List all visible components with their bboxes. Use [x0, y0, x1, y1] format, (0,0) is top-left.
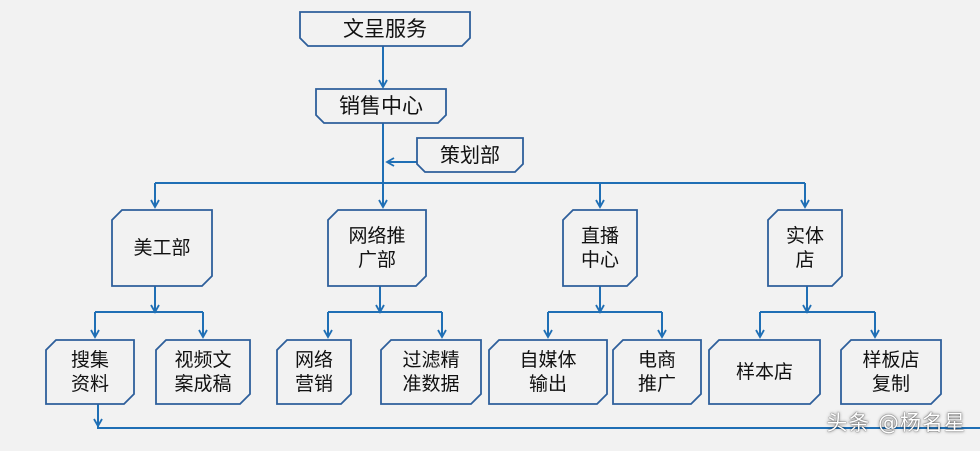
ecommerce-box: [612, 339, 702, 405]
video-box: [155, 339, 251, 405]
connectors: [90, 46, 980, 429]
sales-box: [315, 88, 447, 124]
bottom-return-line: [97, 404, 980, 429]
filter-box: [380, 339, 482, 405]
self-media-box: [488, 339, 608, 405]
network-promo-box: [327, 209, 427, 287]
collect-box: [45, 339, 135, 405]
art-box: [111, 209, 213, 287]
node-boxes: [45, 11, 942, 405]
store-box: [767, 209, 843, 287]
net-marketing-box: [276, 339, 352, 405]
model-store-box: [840, 339, 942, 405]
root-box: [299, 11, 471, 47]
sample-store-box: [708, 339, 821, 405]
live-box: [562, 209, 638, 287]
watermark: 头条 @杨名星: [826, 411, 966, 435]
planning-box: [416, 137, 524, 173]
